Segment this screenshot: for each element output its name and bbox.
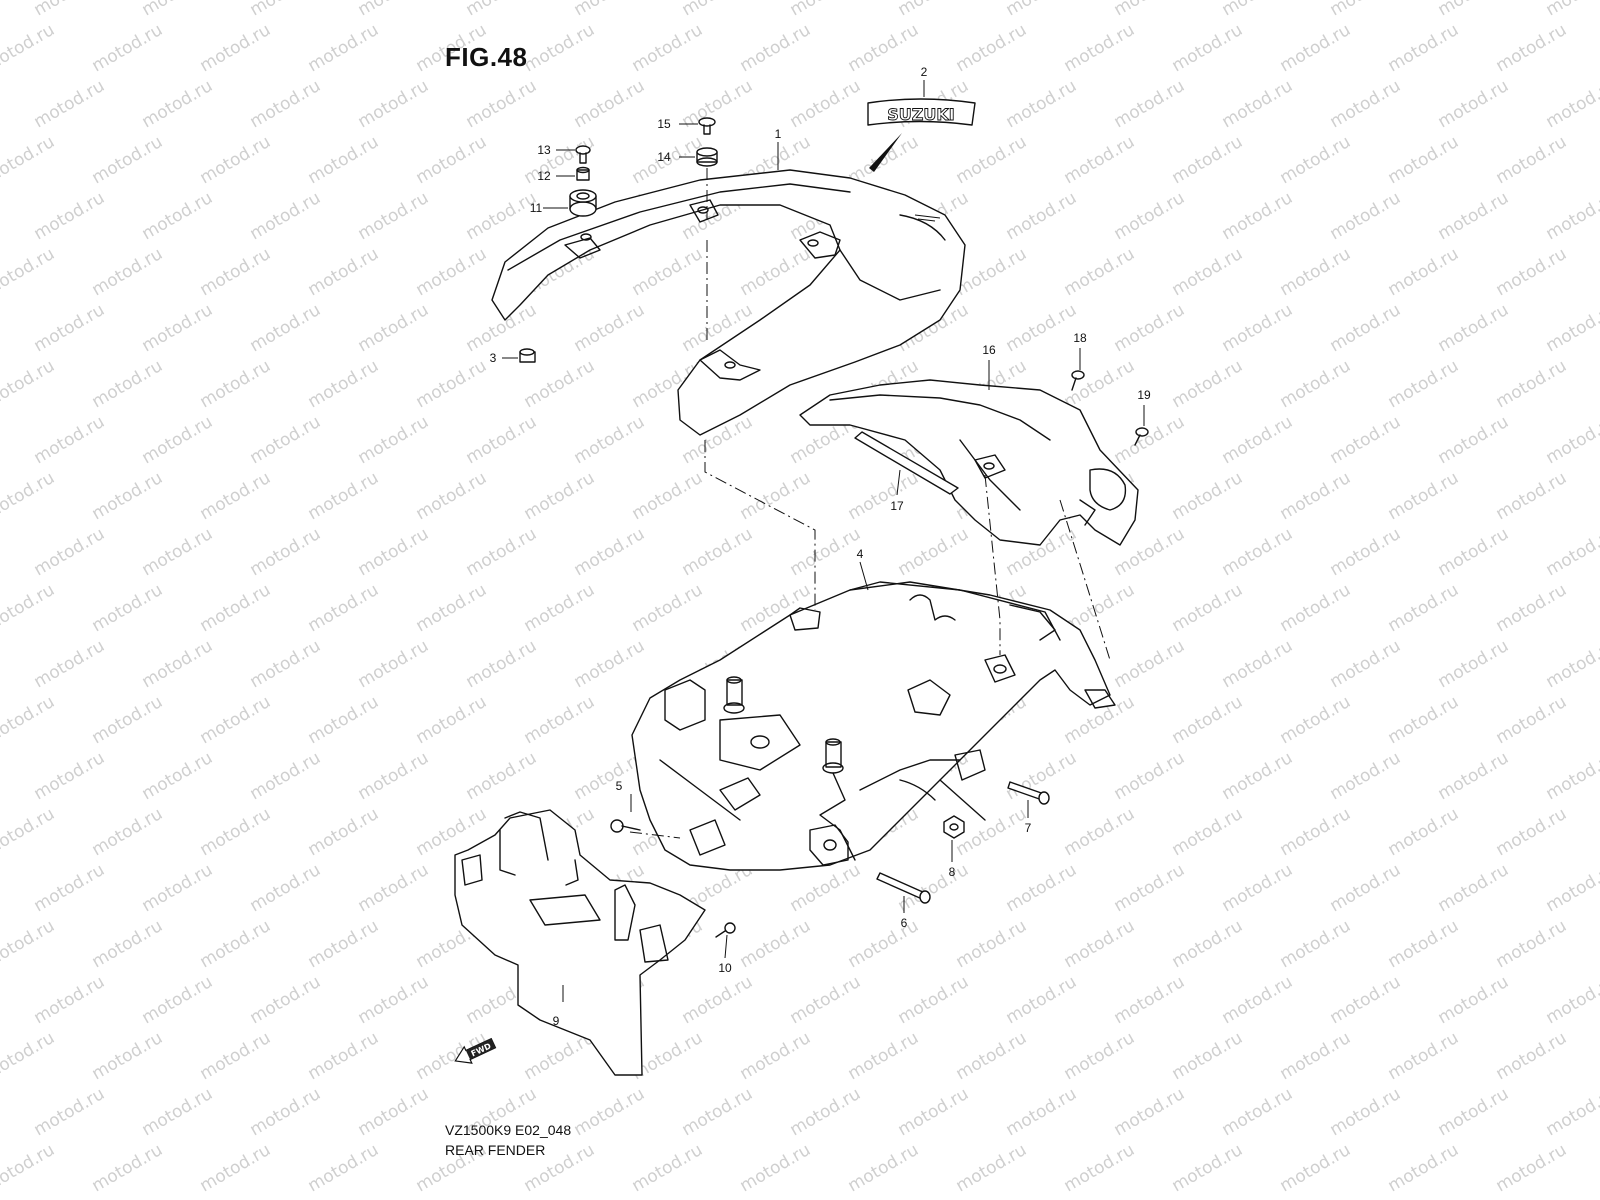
callout-labels: 1 2 3 4 5 6 7 8 9 10 11 12 13 14 15 16 1… (490, 65, 1151, 1028)
part-12-collar[interactable] (576, 166, 590, 181)
part-8-nut[interactable] (943, 815, 965, 839)
leader-lines (502, 80, 1145, 1002)
fwd-label: FWD (470, 1041, 493, 1058)
callout-7: 7 (1025, 821, 1032, 835)
callout-9: 9 (553, 1014, 560, 1028)
alignment-lines (629, 168, 1111, 839)
figure-name: REAR FENDER (445, 1142, 546, 1158)
callout-6: 6 (901, 916, 908, 930)
callout-11: 11 (530, 201, 543, 215)
part-16-fender-extension[interactable] (799, 379, 1139, 546)
callout-18: 18 (1073, 331, 1087, 345)
figure-code: VZ1500K9 E02_048 (445, 1122, 572, 1138)
callout-16: 16 (982, 343, 996, 357)
part-13-screw[interactable] (575, 145, 591, 164)
part-15-screw[interactable] (698, 117, 716, 135)
part-19-bolt[interactable] (1134, 427, 1149, 446)
part-7-bolt[interactable] (1007, 781, 1050, 805)
fwd-arrow-icon: FWD (454, 1037, 497, 1064)
part-5-bolt[interactable] (610, 819, 641, 833)
part-14-grommet[interactable] (696, 147, 718, 167)
callout-10: 10 (718, 961, 732, 975)
callout-15: 15 (657, 117, 671, 131)
callout-14: 14 (657, 150, 671, 164)
callout-19: 19 (1137, 388, 1151, 402)
part-11-damper[interactable] (569, 189, 597, 217)
callout-17: 17 (890, 499, 904, 513)
part-17-strip[interactable] (854, 431, 959, 495)
callout-1: 1 (775, 127, 782, 141)
callout-4: 4 (857, 547, 864, 561)
part-9-lower-tray[interactable] (454, 809, 706, 1076)
figure-title: FIG.48 (445, 42, 528, 72)
callout-2: 2 (921, 65, 928, 79)
part-6-bolt[interactable] (876, 872, 931, 904)
part-10-clip[interactable] (715, 922, 736, 938)
part-1-seat-cowl[interactable] (491, 169, 966, 436)
callout-3: 3 (490, 351, 497, 365)
callout-13: 13 (537, 143, 551, 157)
callout-5: 5 (616, 779, 623, 793)
part-18-bolt[interactable] (1071, 370, 1085, 391)
part-2-suzuki-emblem[interactable]: SUZUKI (867, 98, 976, 172)
part-4-rear-fender[interactable] (631, 581, 1116, 871)
part-3-grommet[interactable] (519, 348, 536, 363)
suzuki-logo: SUZUKI (887, 105, 954, 124)
callout-12: 12 (537, 169, 551, 183)
callout-8: 8 (949, 865, 956, 879)
